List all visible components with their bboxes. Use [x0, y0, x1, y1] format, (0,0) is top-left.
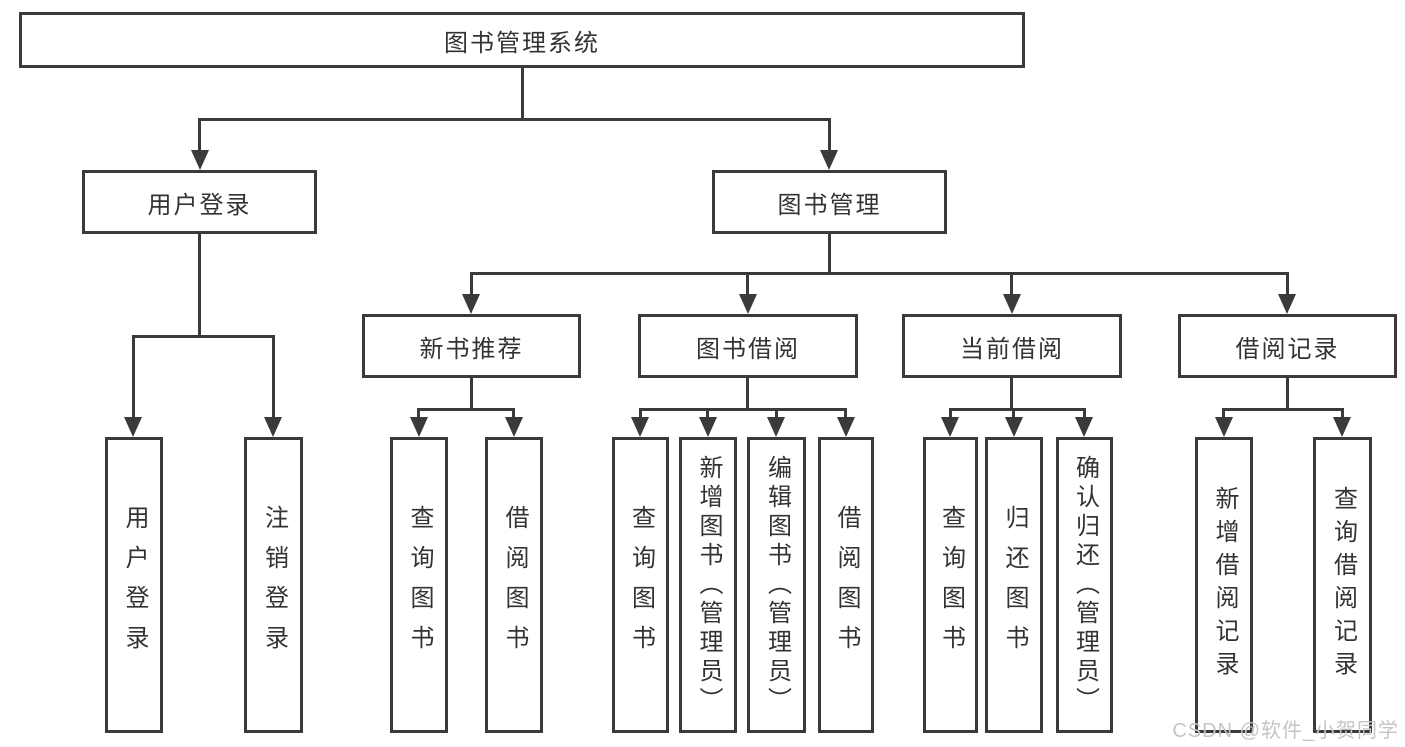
leaf-label: 确认归还（管理员）	[1071, 454, 1099, 716]
leaf-confirm-return-admin: 确认归还（管理员）	[1056, 437, 1113, 733]
node-book-borrow: 图书借阅	[638, 314, 858, 378]
arrowhead	[739, 294, 757, 314]
node-new-book-recommend: 新书推荐	[362, 314, 581, 378]
connector-vline	[1010, 378, 1013, 408]
leaf-label: 归还图书	[1001, 505, 1028, 665]
arrowhead	[462, 294, 480, 314]
connector-vline	[1341, 408, 1344, 419]
connector-vline	[521, 68, 524, 118]
connector-vline	[1286, 378, 1289, 408]
connector-vline	[746, 272, 749, 296]
leaf-add-borrow-record: 新增借阅记录	[1195, 437, 1253, 733]
connector-vline	[198, 234, 201, 335]
leaf-label: 借阅图书	[833, 505, 860, 665]
connector-vline	[272, 335, 275, 417]
arrowhead	[941, 417, 959, 437]
arrowhead	[1333, 417, 1351, 437]
arrowhead	[631, 417, 649, 437]
connector-hline	[198, 118, 831, 121]
connector-vline	[949, 408, 952, 419]
connector-hline	[132, 335, 275, 338]
arrowhead	[1005, 417, 1023, 437]
connector-hline	[470, 272, 1288, 275]
connector-vline	[706, 408, 709, 419]
arrowhead	[699, 417, 717, 437]
arrowhead	[1075, 417, 1093, 437]
leaf-label: 借阅图书	[501, 505, 528, 665]
connector-hline	[639, 408, 847, 411]
arrowhead	[1278, 294, 1296, 314]
arrowhead	[124, 417, 142, 437]
arrowhead	[837, 417, 855, 437]
leaf-query-books-borrow: 查询图书	[612, 437, 669, 733]
connector-vline	[1083, 408, 1086, 419]
leaf-return-books: 归还图书	[985, 437, 1043, 733]
leaf-borrow-books-recommend: 借阅图书	[485, 437, 543, 733]
leaf-edit-book-admin: 编辑图书（管理员）	[747, 437, 806, 733]
node-library-system: 图书管理系统	[19, 12, 1025, 68]
arrowhead	[505, 417, 523, 437]
arrowhead	[820, 150, 838, 170]
leaf-label: 用户登录	[121, 505, 148, 665]
arrowhead	[1215, 417, 1233, 437]
connector-hline	[1223, 408, 1342, 411]
connector-hline	[417, 408, 515, 411]
leaf-user-login: 用户登录	[105, 437, 163, 733]
connector-vline	[844, 408, 847, 419]
arrowhead	[191, 150, 209, 170]
node-user-login: 用户登录	[82, 170, 317, 234]
arrowhead	[1003, 294, 1021, 314]
connector-vline	[198, 118, 201, 152]
node-current-borrow: 当前借阅	[902, 314, 1122, 378]
connector-vline	[1286, 272, 1289, 296]
arrowhead	[264, 417, 282, 437]
connector-vline	[417, 408, 420, 419]
connector-vline	[1010, 272, 1013, 296]
connector-vline	[1222, 408, 1225, 419]
connector-vline	[132, 335, 135, 417]
leaf-label: 查询图书	[627, 505, 655, 665]
leaf-label: 查询借阅记录	[1329, 486, 1357, 684]
leaf-label: 新增图书（管理员）	[695, 454, 722, 716]
leaf-query-books-recommend: 查询图书	[390, 437, 448, 733]
leaf-label: 新增借阅记录	[1211, 486, 1238, 684]
connector-hline	[949, 408, 1085, 411]
connector-vline	[828, 234, 831, 272]
connector-vline	[746, 378, 749, 408]
leaf-query-books-current: 查询图书	[923, 437, 978, 733]
connector-vline	[512, 408, 515, 419]
leaf-borrow-books: 借阅图书	[818, 437, 874, 733]
watermark: CSDN @软件_小贺同学	[1172, 720, 1399, 742]
leaf-label: 查询图书	[937, 505, 965, 665]
leaf-label: 编辑图书（管理员）	[763, 454, 791, 716]
leaf-add-book-admin: 新增图书（管理员）	[679, 437, 737, 733]
leaf-label: 查询图书	[406, 505, 433, 665]
leaf-label: 注销登录	[260, 505, 288, 665]
connector-vline	[1012, 408, 1015, 419]
arrowhead	[767, 417, 785, 437]
node-book-management: 图书管理	[712, 170, 947, 234]
connector-vline	[470, 378, 473, 408]
leaf-query-borrow-record: 查询借阅记录	[1313, 437, 1372, 733]
connector-vline	[828, 118, 831, 152]
node-borrow-records: 借阅记录	[1178, 314, 1397, 378]
connector-vline	[775, 408, 778, 419]
connector-vline	[470, 272, 473, 296]
arrowhead	[410, 417, 428, 437]
connector-vline	[639, 408, 642, 419]
leaf-logout: 注销登录	[244, 437, 303, 733]
